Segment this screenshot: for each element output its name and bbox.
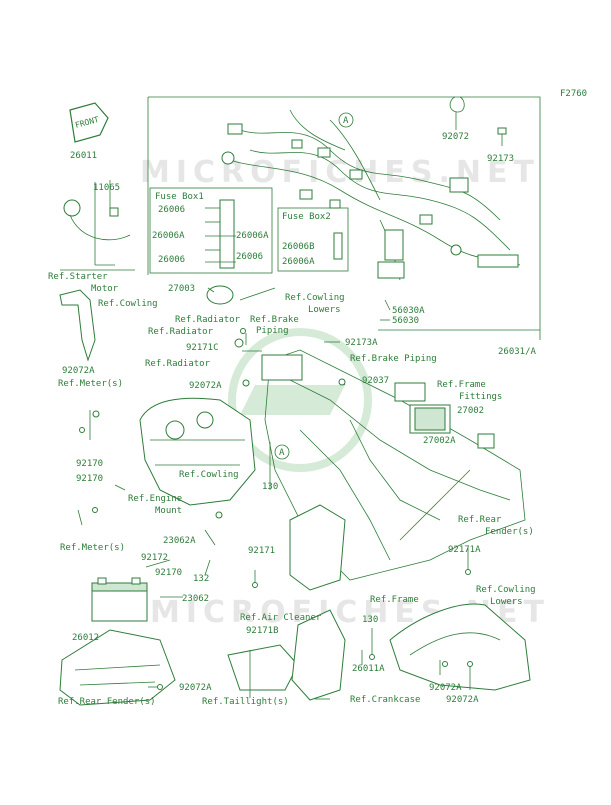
taillight-bracket [227,644,299,691]
ref-cowling-lowers: Ref.Cowling [285,293,345,303]
fuse2-label-1: 26006A [282,257,315,267]
part-92173: 92173 [487,154,514,164]
part-56030a: 56030A [392,306,425,316]
air-cleaner-cover [289,504,346,591]
part-92072a-mid: 92072A [189,381,222,391]
ref-radiator-2: Ref.Radiator [148,327,214,337]
part-23062a: 23062A [163,536,196,546]
watermark-top: MICROFICHES.NET [140,155,540,190]
part-11065: 11065 [93,183,120,193]
ref-brake: Ref.Brake [250,315,299,325]
ref-brake-piping-2: Ref.Brake Piping [350,354,437,364]
ref-brake-piping-1: Piping [256,326,289,336]
part-27003: 27003 [168,284,195,294]
fuse1-label-0: 26006 [158,205,185,215]
lower-cowling [389,603,531,691]
part-92170-b: 92170 [76,474,103,484]
ref-frame-2: Ref.Frame [370,595,419,605]
part-27002: 27002 [457,406,484,416]
part-92171c: 92171C [186,343,219,353]
part-132: 132 [193,574,209,584]
fuse1-label-3: 26006 [158,255,185,265]
part-92173a: 92173A [345,338,378,348]
ref-rear-fender-1b: Fender(s) [485,527,534,537]
harness-bracket [147,96,541,340]
leader-lines [60,112,503,700]
ref-circle-a: A [343,116,349,126]
part-27002a: 27002A [423,436,456,446]
wiring-harness: A [221,96,521,281]
front-arrow-icon: FRONT [69,102,109,143]
ref-crankcase: Ref.Crankcase [350,695,420,705]
part-92037: 92037 [362,376,389,386]
ref-radiator-1: Ref.Radiator [175,315,241,325]
ref-cowling-lowers-b: Ref.Cowling [476,585,536,595]
part-92171: 92171 [248,546,275,556]
part-92171b: 92171B [246,626,279,636]
part-92172: 92172 [141,553,168,563]
part-130-b: 130 [362,615,378,625]
fuse1-label-2: 26006A [236,231,269,241]
figure-code: F2760 [560,89,587,99]
ref-rear-fender-2: Ref.Rear Fender(s) [58,697,156,707]
battery-26012 [91,577,148,622]
part-26011a: 26011A [352,664,385,674]
fuse2-label-0: 26006B [282,242,315,252]
ref-cowling-lowers-2: Lowers [308,305,341,315]
fuse1-label-4: 26006 [236,252,263,262]
ref-cowling-lowers-b2: Lowers [490,597,523,607]
ref-air-cleaner: Ref.Air Cleaner [240,613,322,623]
part-26011: 26011 [70,151,97,161]
part-92072a-b3: 92072A [446,695,479,705]
rear-fender-tray [59,629,176,706]
part-92171a: 92171A [448,545,481,555]
part-26012: 26012 [72,633,99,643]
crankcase-cover [291,609,346,701]
fuse1-label-1: 26006A [152,231,185,241]
part-92170-a: 92170 [76,459,103,469]
fuse-box-2-title: Fuse Box2 [282,212,331,222]
ref-engine-mount: Mount [155,506,182,516]
part-92170-c: 92170 [155,568,182,578]
part-23062: 23062 [182,594,209,604]
part-92072a-b2: 92072A [429,683,462,693]
ref-frame-fittings-2: Fittings [459,392,502,402]
ref-starter-motor: Motor [91,284,119,294]
fuse-box-2: Fuse Box2 26006B 26006A [277,207,349,272]
ref-rear-fender-1: Ref.Rear [458,515,502,525]
ref-cowling-1: Ref.Cowling [98,299,158,309]
cowling-stay [59,289,96,362]
fuse-box-1-title: Fuse Box1 [155,192,204,202]
callout-labels: F2760 92072 92173 26011 11065 Ref.Starte… [48,89,587,707]
part-130-a: 130 [262,482,278,492]
bracket-27003 [206,285,276,305]
part-26031a: 26031/A [498,347,537,357]
part-92072-top: 92072 [442,132,469,142]
module-27002 [414,407,446,431]
ref-taillight: Ref.Taillight(s) [202,697,289,707]
ref-engine: Ref.Engine [128,494,182,504]
ref-starter: Ref.Starter [48,272,108,282]
ref-frame-fittings: Ref.Frame [437,380,486,390]
fasteners [77,328,473,690]
ref-circle-a-2: A [279,448,285,458]
fuse-box-1: Fuse Box1 26006 26006A 26006A 26006 2600… [149,187,273,274]
ref-cowling-2: Ref.Cowling [179,470,239,480]
ref-radiator-3: Ref.Radiator [145,359,211,369]
part-56030: 56030 [392,316,419,326]
part-92072a-left: 92072A [62,366,95,376]
ref-meter-1: Ref.Meter(s) [58,379,123,389]
starter-relay [63,180,131,241]
inner-cowling [139,397,256,506]
block-27002a [477,433,495,449]
part-92072a-b1: 92072A [179,683,212,693]
ref-meter-2: Ref.Meter(s) [60,543,125,553]
